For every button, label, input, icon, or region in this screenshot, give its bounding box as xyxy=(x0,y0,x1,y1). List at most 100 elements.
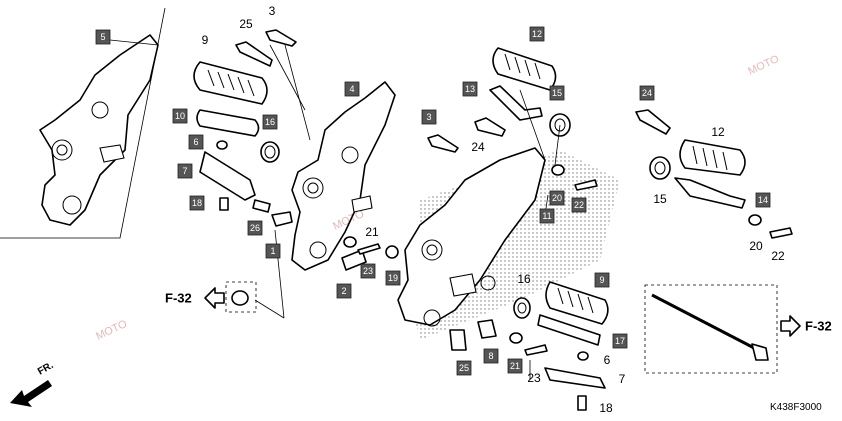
pin-part-17 xyxy=(537,314,601,346)
bolt-part-25-top xyxy=(235,41,273,67)
pin-part-22-right xyxy=(769,227,793,239)
part-tag-label: 3 xyxy=(426,112,431,122)
plate-part-2 xyxy=(341,249,367,271)
part-tag-label: 14 xyxy=(758,195,768,205)
part-tag-21: 21 xyxy=(507,358,523,374)
bolt-part-24-mid xyxy=(474,117,506,137)
part-tag-6: 6 xyxy=(188,134,204,150)
part-tag-label: 4 xyxy=(349,84,354,94)
front-label: FR. xyxy=(36,360,56,378)
part-tag-label: 8 xyxy=(488,351,493,361)
footpeg-part-12-mid xyxy=(492,47,557,91)
part-tag-label: 18 xyxy=(192,198,202,208)
part-tag-1: 1 xyxy=(265,243,281,259)
bolt-part-24-right xyxy=(635,109,671,135)
part-tag-20: 20 xyxy=(549,190,565,206)
part-tag-12: 12 xyxy=(529,26,545,42)
part-tag-4: 4 xyxy=(344,81,360,97)
footpeg-part-9-top xyxy=(193,61,268,105)
long-bolt xyxy=(651,293,769,361)
part-tag-label: 12 xyxy=(532,29,542,39)
part-number-23: 23 xyxy=(527,371,541,385)
part-tag-25: 25 xyxy=(456,360,472,376)
footpeg-part-12-right xyxy=(679,139,746,176)
part-tag-label: 15 xyxy=(552,88,562,98)
part-number-22: 22 xyxy=(771,249,785,263)
part-tag-23: 23 xyxy=(360,263,376,279)
bracket-part-11 xyxy=(397,147,620,340)
part-tag-26: 26 xyxy=(247,220,263,236)
part-tag-3: 3 xyxy=(421,109,437,125)
part-tag-label: 16 xyxy=(265,117,275,127)
part-tag-label: 1 xyxy=(270,246,275,256)
part-tag-label: 9 xyxy=(599,275,604,285)
pin-part-23-left xyxy=(357,243,381,255)
part-tag-5: 5 xyxy=(95,29,111,45)
ref-label-left: F-32 xyxy=(165,291,192,306)
part-tag-label: 22 xyxy=(574,200,584,210)
pin-part-23-bottom xyxy=(524,344,548,356)
part-tag-15: 15 xyxy=(549,85,565,101)
svg-text:MOTO: MOTO xyxy=(746,53,781,78)
plate-part-7-left xyxy=(199,151,256,201)
part-tag-18: 18 xyxy=(189,195,205,211)
bracket-part-14 xyxy=(674,177,746,209)
bracket-part-13 xyxy=(489,85,543,121)
part-tag-2: 2 xyxy=(336,283,352,299)
part-number-25: 25 xyxy=(239,17,253,31)
part-number-9: 9 xyxy=(202,33,209,47)
part-tag-label: 17 xyxy=(615,336,625,346)
washer-part-6-left xyxy=(216,140,228,150)
part-tag-label: 6 xyxy=(193,137,198,147)
part-tag-label: 19 xyxy=(388,273,398,283)
bolt-part-3-mid xyxy=(427,134,459,153)
front-arrow: FR. xyxy=(10,360,56,407)
part-number-24: 24 xyxy=(471,140,485,154)
bolt-part-3-top xyxy=(265,29,297,47)
nut-part-19 xyxy=(385,245,399,259)
part-tag-10: 10 xyxy=(172,108,188,124)
part-tag-label: 25 xyxy=(459,363,469,373)
part-tag-label: 10 xyxy=(175,111,185,121)
plate-part-7-bottom xyxy=(544,367,606,389)
ref-arrow-right: F-32 xyxy=(780,315,832,337)
part-tag-17: 17 xyxy=(612,333,628,349)
part-tag-label: 20 xyxy=(552,193,562,203)
link-part-1 xyxy=(271,211,293,227)
part-tag-label: 11 xyxy=(542,211,551,221)
washer-part-20-right xyxy=(748,214,762,226)
washer-part-20-mid xyxy=(551,164,565,176)
part-tag-11: 11 xyxy=(539,208,555,224)
part-tag-label: 23 xyxy=(363,266,373,276)
diagram-code: K438F3000 xyxy=(770,402,822,413)
inset-frame xyxy=(0,7,166,239)
bolt-part-18-bottom xyxy=(577,395,587,411)
part-tag-13: 13 xyxy=(462,81,478,97)
collar-f32-left-box xyxy=(225,281,257,313)
part-tag-14: 14 xyxy=(755,192,771,208)
part-tag-24: 24 xyxy=(639,85,655,101)
part-tag-label: 26 xyxy=(250,223,260,233)
bolt-part-8 xyxy=(477,319,497,339)
part-tag-9: 9 xyxy=(594,272,610,288)
part-number-3: 3 xyxy=(269,4,276,18)
long-bolt-box xyxy=(644,284,778,374)
ring-part-15-right xyxy=(649,156,671,180)
part-tag-19: 19 xyxy=(385,270,401,286)
part-tag-label: 2 xyxy=(341,286,346,296)
part-number-16: 16 xyxy=(517,272,531,286)
pin-part-10 xyxy=(196,109,260,137)
washer-part-16-left xyxy=(260,141,280,163)
ref-arrow-left: F-32 xyxy=(165,287,225,309)
part-tag-label: 7 xyxy=(182,166,187,176)
bolt-part-18-left xyxy=(219,197,229,211)
part-tag-7: 7 xyxy=(177,163,193,179)
part-number-15: 15 xyxy=(653,192,667,206)
part-number-7: 7 xyxy=(619,372,626,386)
pin-part-22-mid xyxy=(574,179,598,191)
bolt-part-26 xyxy=(252,199,271,213)
washer-part-6-bottom xyxy=(577,351,589,361)
part-number-6: 6 xyxy=(604,353,611,367)
bracket-part-4 xyxy=(291,81,396,271)
